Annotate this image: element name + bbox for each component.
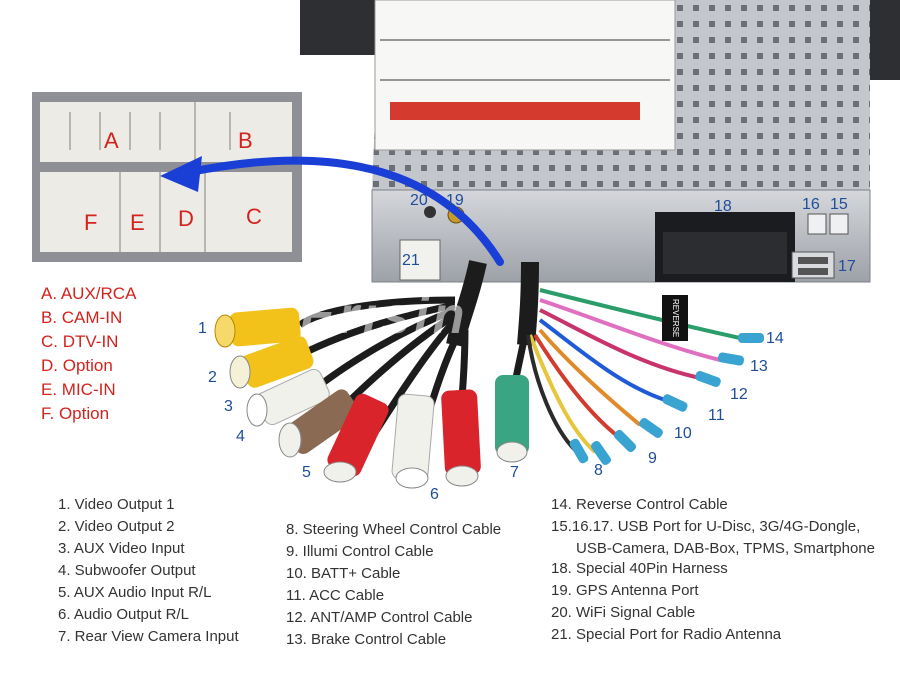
cable-number-2: 2 <box>208 369 217 386</box>
connector-letter-e: E <box>130 210 145 235</box>
list-col2-item: 8. Steering Wheel Control Cable <box>286 521 502 538</box>
connector-letter-a: A <box>104 128 119 153</box>
cable-number-13: 13 <box>750 358 768 375</box>
wifi-port <box>424 206 436 218</box>
list-col1-item: 7. Rear View Camera Input <box>58 628 239 645</box>
cable-number-4: 4 <box>236 428 245 445</box>
arrow-to-connector <box>186 156 504 266</box>
list-col3-item: 15.16.17. USB Port for U-Disc, 3G/4G-Don… <box>551 518 861 535</box>
cable-number-8: 8 <box>594 462 603 479</box>
rca-plug-4 <box>278 389 360 458</box>
label-21: 21 <box>402 252 420 269</box>
cable-number-5: 5 <box>302 464 311 481</box>
cable-number-3: 3 <box>224 398 233 415</box>
legend-b: B. CAM-IN <box>41 308 123 327</box>
cable-number-1: 1 <box>198 320 207 337</box>
cable-number-9: 9 <box>648 450 657 467</box>
connector-letter-b: B <box>238 128 253 153</box>
usb-port-16 <box>807 213 827 235</box>
label-20: 20 <box>410 192 428 209</box>
connector-row-bottom <box>40 172 292 252</box>
list-col1-item: 5. AUX Audio Input R/L <box>58 584 212 601</box>
rca-plug-5a <box>323 393 389 483</box>
usb-port-15 <box>829 213 849 235</box>
cable-number-11: 11 <box>708 407 725 424</box>
rca-plug-7 <box>495 375 529 463</box>
list-col1-item: 6. Audio Output R/L <box>58 606 189 623</box>
legend-f: F. Option <box>41 404 110 423</box>
label-18: 18 <box>714 198 732 215</box>
cable-number-7: 7 <box>510 464 519 481</box>
list-col2-item: 12. ANT/AMP Control Cable <box>286 609 473 626</box>
list-col2-item: 9. Illumi Control Cable <box>286 543 434 560</box>
radio-antenna-port <box>399 239 441 281</box>
rca-plug-3 <box>246 368 330 427</box>
rca-plug-2 <box>229 336 314 389</box>
label-19: 19 <box>446 192 464 209</box>
list-col1-item: 2. Video Output 2 <box>58 518 175 535</box>
connector-pins <box>69 102 231 252</box>
label-15: 15 <box>830 196 848 213</box>
cable-number-12: 12 <box>730 386 748 403</box>
connector-letter-c: C <box>246 204 262 229</box>
list-col2-item: 10. BATT+ Cable <box>286 565 401 582</box>
control-wires <box>526 288 741 454</box>
reverse-tag-label: REVERSE <box>671 298 680 338</box>
legend-c: C. DTV-IN <box>41 332 119 351</box>
list-col3-item: 14. Reverse Control Cable <box>551 496 728 513</box>
product-sticker <box>374 0 676 151</box>
wire-tips <box>569 333 764 465</box>
connector-letter-f: F <box>84 210 98 235</box>
connector-row-top <box>40 102 292 162</box>
rca-plug-6 <box>441 389 481 487</box>
list-col3-item: 18. Special 40Pin Harness <box>551 560 728 577</box>
arrow-head-icon <box>160 156 202 192</box>
list-col1-item: 4. Subwoofer Output <box>58 562 196 579</box>
list-col1-item: 1. Video Output 1 <box>58 496 175 513</box>
rca-plug-5b <box>391 393 435 489</box>
cable-number-14: 14 <box>766 330 784 347</box>
legend-a: A. AUX/RCA <box>41 284 137 303</box>
cable-number-10: 10 <box>674 425 692 442</box>
list-col1-item: 3. AUX Video Input <box>58 540 185 557</box>
rca-plug-1 <box>214 307 301 348</box>
list-col3-item: 19. GPS Antenna Port <box>551 582 699 599</box>
cable-number-6: 6 <box>430 486 439 503</box>
list-col3-item: 21. Special Port for Radio Antenna <box>551 626 782 643</box>
reverse-tag <box>662 295 688 341</box>
label-16: 16 <box>802 196 820 213</box>
watermark-logo: Erisin <box>300 287 469 345</box>
list-col2-item: 13. Brake Control Cable <box>286 631 447 648</box>
list-col3-item: USB-Camera, DAB-Box, TPMS, Smartphone <box>576 540 875 557</box>
connector-letter-d: D <box>178 206 194 231</box>
list-col3-item: 20. WiFi Signal Cable <box>551 604 696 621</box>
label-17: 17 <box>838 258 856 275</box>
legend-d: D. Option <box>41 356 113 375</box>
mount-bracket-left <box>300 0 380 55</box>
list-col2-item: 11. ACC Cable <box>286 587 385 604</box>
legend-e: E. MIC-IN <box>41 380 116 399</box>
